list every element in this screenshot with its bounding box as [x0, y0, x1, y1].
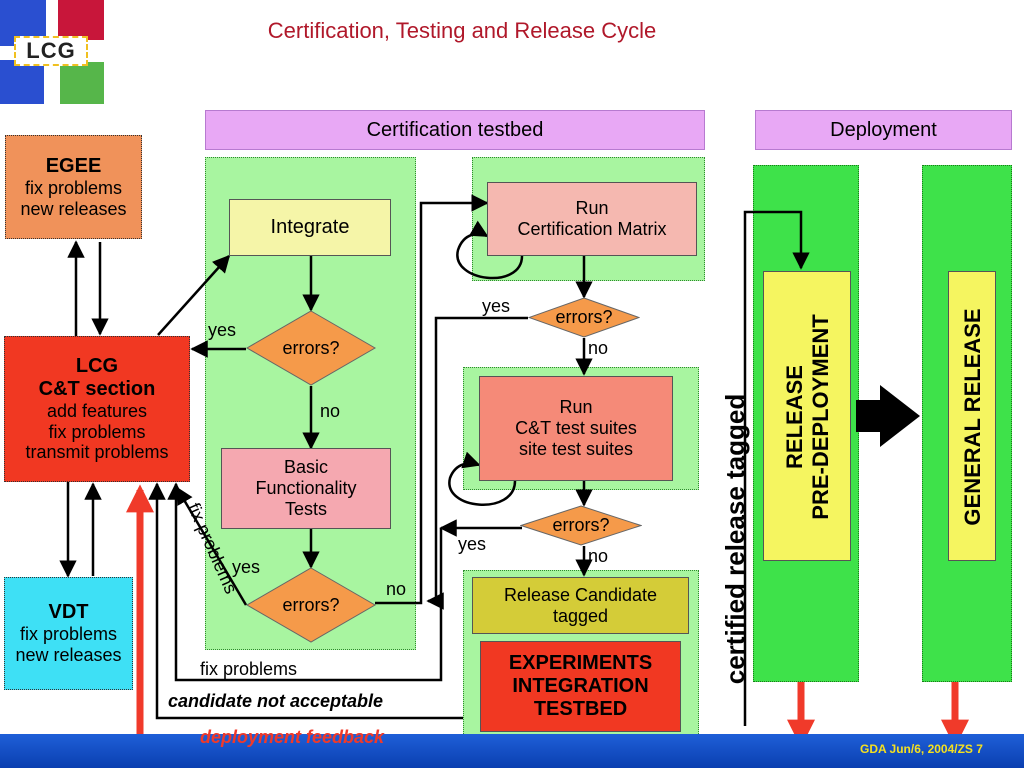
release-pre-line2: PRE-DEPLOYMENT — [808, 314, 833, 520]
decision-cert-label: errors? — [555, 307, 613, 327]
run-certification-matrix-box: Run Certification Matrix — [487, 182, 697, 256]
egee-line1: fix problems — [24, 177, 123, 198]
run-ct-line3: site test suites — [518, 438, 634, 459]
decision-suites-label: errors? — [552, 515, 610, 535]
run-ct-line1: Run — [559, 397, 593, 418]
lcg-ct-box: LCG C&T section add features fix problem… — [4, 336, 190, 482]
general-release-text: GENERAL RELEASE — [960, 308, 985, 526]
basic-line2: Functionality — [255, 478, 357, 499]
decision-basic-errors: errors? — [246, 567, 376, 643]
page-title: Certification, Testing and Release Cycle — [267, 18, 657, 43]
experiments-testbed-box: EXPERIMENTS INTEGRATION TESTBED — [480, 641, 681, 732]
lcg-line3: transmit problems — [25, 442, 169, 463]
release-candidate-box: Release Candidate tagged — [472, 577, 689, 634]
header-deployment: Deployment — [755, 110, 1012, 150]
label-fix-problems: fix problems — [200, 659, 298, 679]
exp-line2: INTEGRATION — [512, 675, 649, 697]
arrow-lcg-to-integrate — [157, 254, 231, 336]
label-no-4: no — [588, 546, 609, 566]
lcg-title1: LCG — [75, 354, 119, 377]
certified-release-tagged-label: certified release tagged — [719, 393, 750, 685]
label-no-1: no — [320, 401, 341, 421]
run-cert-line2: Certification Matrix — [517, 219, 667, 239]
footer-bar — [0, 734, 1024, 768]
arrow-errors-yes-to-lcg-diag — [175, 486, 248, 606]
rc-line2: tagged — [552, 605, 609, 626]
general-release-box: GENERAL RELEASE — [948, 271, 996, 561]
integrate-label: Integrate — [270, 216, 350, 238]
lcg-line1: add features — [46, 400, 148, 421]
rc-line1: Release Candidate — [503, 584, 658, 605]
release-pre-text: RELEASE PRE-DEPLOYMENT — [764, 272, 852, 562]
vdt-line1: fix problems — [19, 624, 118, 645]
decision-suites-errors: errors? — [520, 505, 642, 546]
label-yes-2: yes — [232, 557, 261, 577]
label-yes-1: yes — [208, 320, 237, 340]
label-no-2: no — [386, 579, 407, 599]
run-ct-line2: C&T test suites — [515, 418, 637, 439]
loop-cert-matrix — [456, 220, 524, 280]
label-yes-3: yes — [482, 296, 511, 316]
decision-cert-errors: errors? — [528, 297, 640, 338]
release-pre-line1: RELEASE — [781, 365, 807, 469]
decision-basic-label: errors? — [282, 594, 340, 615]
basic-functionality-box: Basic Functionality Tests — [221, 448, 391, 529]
egee-title: EGEE — [45, 154, 102, 177]
label-candidate-not-acceptable: candidate not acceptable — [168, 691, 384, 711]
exp-line1: EXPERIMENTS — [508, 652, 653, 674]
vdt-box: VDT fix problems new releases — [4, 577, 133, 690]
loop-test-suites — [448, 451, 517, 506]
egee-box: EGEE fix problems new releases — [5, 135, 142, 239]
release-pre-deployment-box: RELEASE PRE-DEPLOYMENT — [763, 271, 851, 561]
vdt-line2: new releases — [15, 645, 122, 665]
footer-text: GDA Jun/6, 2004/ZS 7 — [860, 742, 983, 756]
basic-line1: Basic — [283, 457, 328, 478]
arrow-candidate-not-acceptable — [148, 482, 463, 720]
label-deployment-feedback: deployment feedback — [200, 727, 385, 747]
lcg-title2: C&T section — [38, 377, 156, 400]
arrow-cert-errors-yes — [426, 316, 528, 610]
decision-integrate-label: errors? — [282, 337, 340, 358]
header-certification-testbed: Certification testbed — [205, 110, 705, 150]
label-yes-4: yes — [458, 534, 487, 554]
lcg-line2: fix problems — [48, 421, 146, 442]
basic-line3: Tests — [284, 498, 327, 519]
big-arrow-to-general — [856, 385, 920, 447]
logo-text: LCG — [14, 36, 88, 66]
arrow-certified-to-predeployment — [743, 210, 810, 726]
run-cert-line1: Run — [575, 198, 609, 219]
arrow-fix-problems-to-lcg — [167, 482, 443, 682]
exp-line3: TESTBED — [533, 698, 628, 720]
lcg-logo: LCG — [0, 0, 104, 104]
vdt-title: VDT — [48, 601, 89, 624]
arrow-errors-no-to-cert — [375, 194, 489, 605]
label-no-3: no — [588, 338, 609, 358]
integrate-box: Integrate — [229, 199, 391, 256]
decision-integrate-errors: errors? — [246, 310, 376, 386]
egee-line2: new releases — [20, 198, 127, 219]
run-test-suites-box: Run C&T test suites site test suites — [479, 376, 673, 481]
